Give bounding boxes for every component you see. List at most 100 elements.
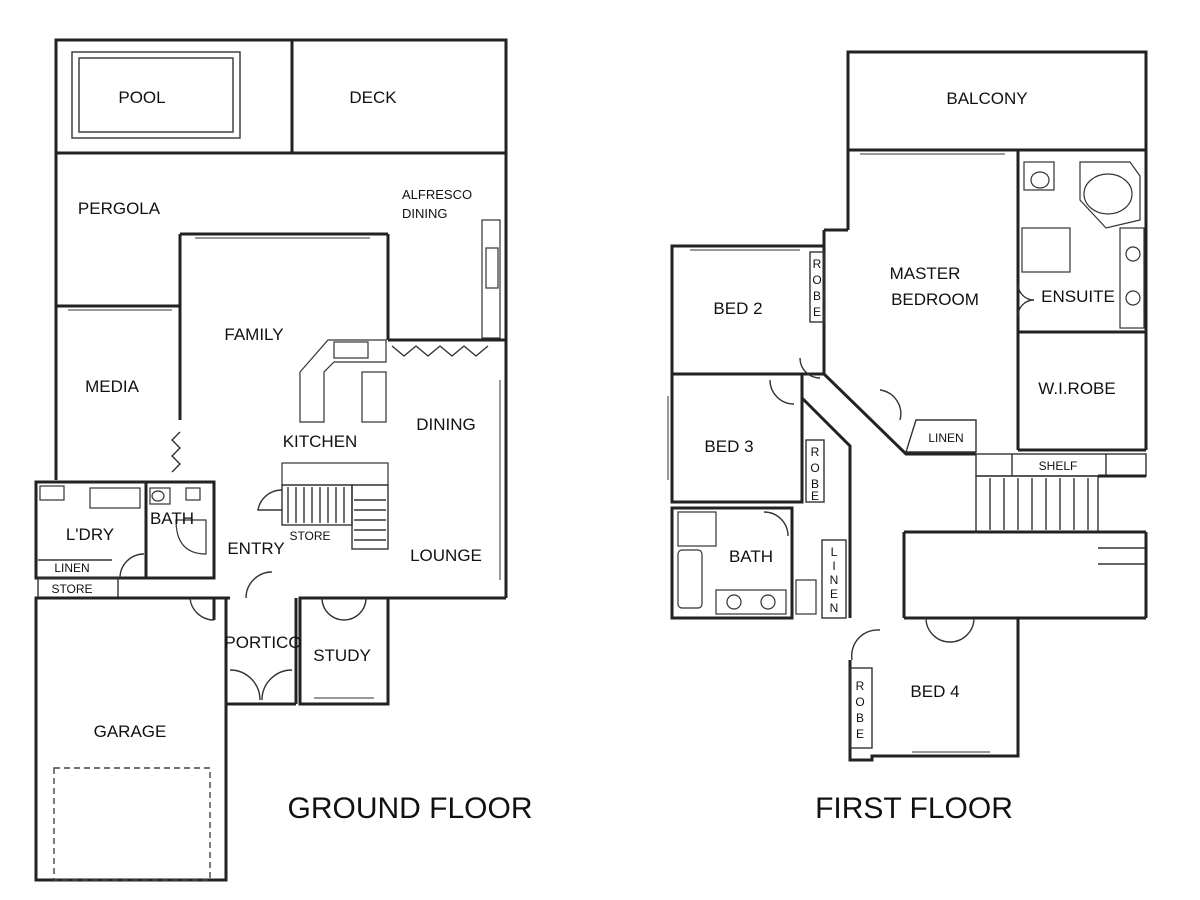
room-label-pool: POOL	[118, 88, 165, 107]
first-bath-shower	[677, 511, 717, 547]
stair-void	[975, 475, 1099, 533]
master-door-swing	[879, 389, 902, 421]
room-label-linen: LINEN	[54, 561, 89, 575]
linen-letter: L	[831, 545, 838, 559]
robe-label-bed4: R O B E	[855, 679, 864, 741]
bath-shower	[175, 519, 207, 555]
laundry-door-swing	[119, 553, 145, 579]
robe-bed4-letter: B	[856, 711, 864, 725]
room-label-alfresco-2: DINING	[402, 206, 448, 221]
garage-car-space	[53, 767, 211, 881]
pool-basin	[71, 51, 241, 139]
robe-bed3-letter: R	[811, 445, 820, 459]
bed3-door-swing	[769, 379, 795, 405]
room-label-kitchen: KITCHEN	[283, 432, 358, 451]
upper-linen	[905, 419, 977, 453]
ground-floor-title: GROUND FLOOR	[287, 792, 532, 825]
pool-basin-inner	[78, 57, 234, 133]
ground-floor-plan: POOL DECK PERGOLA ALFRESCO DINING FAMILY…	[34, 38, 533, 882]
stair-void-treads	[989, 478, 1089, 530]
bed2-robe	[809, 251, 825, 323]
linen-letter: N	[830, 601, 839, 615]
room-label-wirobe: W.I.ROBE	[1038, 379, 1115, 398]
ensuite-double-door	[1017, 283, 1035, 317]
robe-label-bed2: R O B E	[812, 257, 821, 319]
room-label-bed2: BED 2	[713, 299, 762, 318]
room-label-master-2: BEDROOM	[891, 290, 979, 309]
room-label-balcony: BALCONY	[946, 89, 1027, 108]
store-door-swing	[257, 489, 283, 511]
robe-bed4-letter: O	[855, 695, 864, 709]
first-bath-basin-1	[726, 594, 742, 610]
room-label-dining: DINING	[416, 415, 476, 434]
room-label-shelf: SHELF	[1039, 459, 1078, 473]
first-bath-door-swing	[763, 511, 789, 537]
room-label-garage: GARAGE	[94, 722, 167, 741]
linen-letter: E	[830, 587, 838, 601]
stair-landing-cupboard	[281, 462, 389, 486]
portico-double-door	[229, 669, 293, 701]
linen-letter: N	[830, 573, 839, 587]
garage-walls	[34, 596, 228, 882]
room-label-portico: PORTICO	[224, 633, 301, 652]
ensuite-basin-1	[1125, 246, 1141, 262]
hallway-diagonal-south	[800, 396, 852, 510]
study-walls	[298, 596, 390, 706]
kitchen-sink	[333, 341, 369, 359]
bath-basin	[151, 490, 165, 502]
ensuite-basin-2	[1125, 290, 1141, 306]
robe-bed3-letter: B	[811, 477, 819, 491]
room-label-lounge: LOUNGE	[410, 546, 482, 565]
stair-flight-treads	[354, 499, 386, 541]
room-label-laundry: L'DRY	[66, 525, 114, 544]
room-label-pergola: PERGOLA	[78, 199, 161, 218]
room-label-ensuite: ENSUITE	[1041, 287, 1115, 306]
first-bath-walls	[670, 506, 794, 620]
alfresco-sink	[485, 247, 499, 289]
robe-bed2-letter: O	[812, 273, 821, 287]
room-label-deck: DECK	[349, 88, 397, 107]
entry-side-door-swing	[189, 597, 215, 621]
room-label-laundry-store: STORE	[51, 582, 92, 596]
room-label-master-1: MASTER	[890, 264, 961, 283]
entry-door-swing	[245, 571, 273, 599]
robe-bed2-letter: B	[813, 289, 821, 303]
stair-lower-treads	[1098, 531, 1146, 565]
study-double-door	[321, 597, 367, 621]
room-label-bed3: BED 3	[704, 437, 753, 456]
bed4-double-door	[925, 617, 975, 643]
dining-bifold-door	[391, 345, 489, 357]
first-bath-toilet	[795, 579, 817, 615]
stair-flight	[351, 484, 389, 550]
room-label-bed4: BED 4	[910, 682, 959, 701]
stair-store	[281, 484, 353, 526]
robe-bed2-letter: R	[813, 257, 822, 271]
room-label-bath: BATH	[150, 509, 194, 528]
bed3-robe	[805, 439, 825, 503]
laundry-bench	[89, 487, 141, 509]
room-label-stair-store: STORE	[289, 529, 330, 543]
laundry-bath-block	[34, 480, 216, 580]
ensuite-vanity	[1119, 227, 1145, 329]
bed4-door-swing	[850, 629, 881, 661]
bath-toilet	[185, 487, 201, 501]
media-bifold-door	[171, 431, 181, 473]
first-bath-basin-2	[760, 594, 776, 610]
room-label-upper-linen: LINEN	[928, 431, 963, 445]
robe-bed3-letter: E	[811, 489, 819, 503]
room-label-media: MEDIA	[85, 377, 140, 396]
bed3-walls	[670, 372, 804, 504]
first-linen-cupboard	[821, 539, 847, 619]
room-label-alfresco-1: ALFRESCO	[402, 187, 472, 202]
robe-bed4-letter: R	[856, 679, 865, 693]
robe-label-bed3: R O B E	[810, 445, 819, 503]
bed2-door-swing	[799, 357, 821, 379]
ensuite-toilet	[1030, 171, 1050, 189]
kitchen-bench	[299, 339, 387, 423]
linen-letter: I	[832, 559, 835, 573]
stair-treads	[287, 487, 345, 523]
robe-bed3-letter: O	[810, 461, 819, 475]
ensuite-shower	[1021, 227, 1071, 273]
room-label-entry: ENTRY	[227, 539, 284, 558]
